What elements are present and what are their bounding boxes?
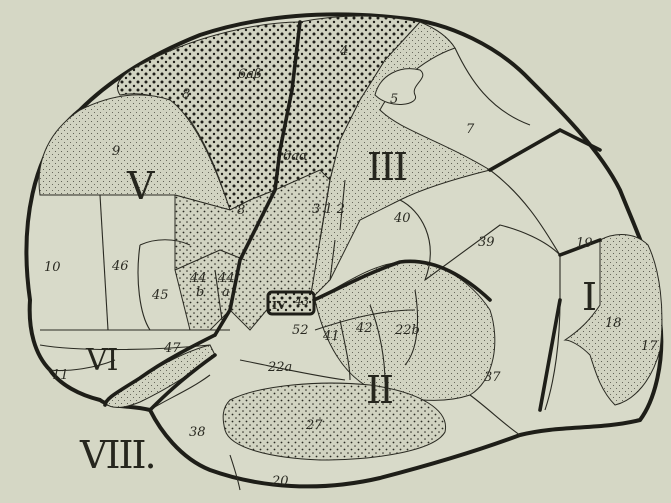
label-area-45: 45	[151, 288, 169, 303]
label-area-22a: 22a	[267, 360, 292, 375]
label-area-44b: 44	[189, 271, 207, 286]
label-area-44b-sub: b	[196, 285, 204, 300]
label-area-46: 46	[111, 259, 129, 274]
label-area-10: 10	[44, 260, 61, 275]
label-area-19: 19	[576, 236, 593, 251]
label-area-6aa: 6aα	[283, 149, 308, 164]
label-area-8-lower: 8	[237, 203, 245, 218]
label-area-44a: 44	[217, 271, 235, 286]
label-area-37: 37	[484, 370, 501, 385]
label-area-27: 27	[305, 418, 323, 433]
label-area-39: 39	[478, 235, 495, 250]
label-region-v: V	[126, 164, 155, 208]
label-area-18: 18	[605, 316, 622, 331]
label-area-8-upper: 8	[182, 87, 190, 102]
label-area-7: 7	[466, 122, 475, 137]
label-area-42: 42	[355, 321, 373, 336]
label-region-vi: VI	[85, 343, 118, 378]
label-region-i: I	[582, 275, 595, 319]
label-area-9: 9	[112, 144, 120, 159]
label-region-viii: VIII.	[79, 433, 155, 477]
label-area-11: 11	[52, 368, 69, 383]
label-area-312: 3 1 2	[312, 202, 345, 217]
label-area-20: 20	[271, 474, 289, 489]
label-area-22b: 22b	[394, 323, 420, 338]
label-area-43: 43	[294, 295, 309, 308]
label-area-4: 4	[339, 44, 348, 59]
label-region-iv: IV	[272, 299, 286, 312]
label-region-iii: III	[367, 145, 406, 189]
label-area-6ab: 6aβ	[238, 67, 262, 82]
label-area-38: 38	[189, 425, 206, 440]
label-region-ii: II	[366, 368, 392, 412]
label-area-41: 41	[322, 329, 340, 344]
label-area-17: 17	[641, 339, 658, 354]
label-area-47: 47	[163, 341, 181, 356]
label-area-52: 52	[292, 323, 309, 338]
area-27-region	[223, 383, 445, 460]
label-area-44a-sub: a	[222, 285, 230, 300]
label-area-40: 40	[393, 211, 411, 226]
label-area-5: 5	[390, 92, 398, 107]
